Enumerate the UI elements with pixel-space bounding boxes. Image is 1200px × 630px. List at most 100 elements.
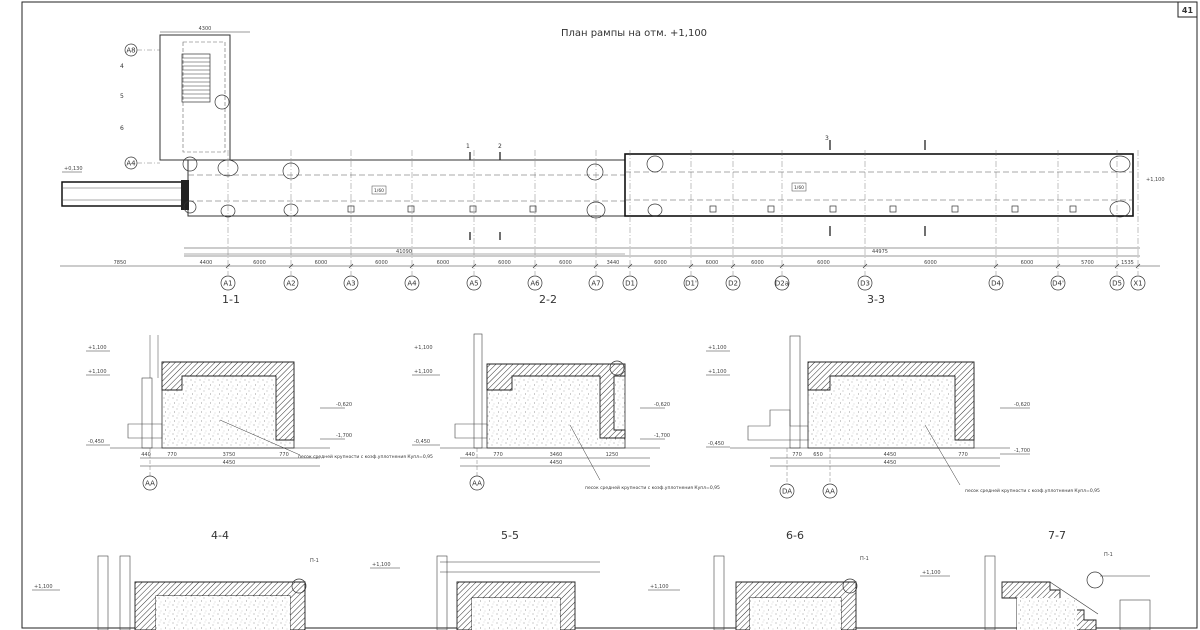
section-2-2-elev-r2: -1,700 bbox=[654, 433, 670, 439]
section-1-1-elev-low: -0,450 bbox=[88, 439, 104, 445]
dim-tick bbox=[993, 263, 999, 269]
section-4-4-marker: П-1 bbox=[310, 558, 319, 564]
axis-label: D3 bbox=[860, 280, 870, 288]
dim-bottom-label: 1535 bbox=[1121, 260, 1134, 266]
plan-title: План рампы на отм. +1,100 bbox=[561, 28, 707, 39]
section-5-5-elev: +1,100 bbox=[372, 562, 391, 568]
section-2-2-elev-r1: -0,620 bbox=[654, 402, 670, 408]
axis-label: D4' bbox=[1052, 280, 1064, 288]
section-2-2-elev-top: +1,100 bbox=[414, 345, 433, 351]
dim-top: 4300 bbox=[199, 26, 212, 32]
dim-tick bbox=[532, 263, 538, 269]
axis-label: A7 bbox=[591, 280, 600, 288]
axis-label: D2a bbox=[775, 280, 789, 288]
section-1-1: AA +1,100 +1,100 -0,450 -0,620 -1,700 44… bbox=[86, 335, 433, 491]
axis-bubble bbox=[588, 275, 604, 291]
section-3-3-dim-2: 4450 bbox=[884, 452, 897, 458]
section-6-6: П-1 +1,100 bbox=[648, 555, 869, 630]
axis-bubble-left-1: A4 bbox=[126, 160, 136, 168]
dim-bottom-label: 6000 bbox=[817, 260, 830, 266]
section-3-3-elev-top: +1,100 bbox=[708, 345, 727, 351]
section-3-3-elev-r1: -0,620 bbox=[1014, 402, 1030, 408]
section-1-1-label: 1-1 bbox=[222, 293, 240, 306]
section-1-1-note: песок средней крупности с коэф.уплотнени… bbox=[298, 453, 433, 460]
axis-label: D1 bbox=[625, 280, 635, 288]
dim-total-left: 7850 bbox=[114, 260, 127, 266]
section-2-2-dim-1: 770 bbox=[493, 452, 503, 458]
section-4-4-elev: +1,100 bbox=[34, 584, 53, 590]
axis-bubble bbox=[1109, 275, 1125, 291]
section-3-3-dim-0: 770 bbox=[792, 452, 802, 458]
cut-mark-4: 4 bbox=[120, 63, 124, 70]
dim-bottom-label: 6000 bbox=[751, 260, 764, 266]
axis-label: A3 bbox=[346, 280, 355, 288]
section-7-7: П-1 +1,100 bbox=[920, 552, 1151, 630]
page-number-box bbox=[1177, 1, 1198, 18]
axis-label: A2 bbox=[286, 280, 295, 288]
section-3-3-axis-0: DA bbox=[782, 488, 792, 496]
axis-bubble bbox=[683, 275, 699, 291]
cut-mark-3: 3 bbox=[825, 135, 829, 142]
section-3-3-elev-r2: -1,700 bbox=[1014, 448, 1030, 454]
dim-bottom-label: 6000 bbox=[315, 260, 328, 266]
cut-mark-5: 5 bbox=[120, 93, 124, 100]
dim-tick bbox=[688, 263, 694, 269]
dim-tick bbox=[348, 263, 354, 269]
section-7-7-elev: +1,100 bbox=[922, 570, 941, 576]
axis-bubble bbox=[527, 275, 543, 291]
section-3-3-elev-low: -0,450 bbox=[708, 441, 724, 447]
section-2-2-dim-3: 1250 bbox=[606, 452, 619, 458]
dim-bottom-label: 6000 bbox=[654, 260, 667, 266]
section-1-1-dim-4: 4450 bbox=[223, 460, 236, 466]
axis-bubble bbox=[857, 275, 873, 291]
dim-tick bbox=[779, 263, 785, 269]
axis-label: A1 bbox=[223, 280, 232, 288]
dim-bottom-label: 6000 bbox=[498, 260, 511, 266]
section-2-2-note: песок средней крупности с коэф.уплотнени… bbox=[585, 484, 720, 491]
page-number: 41 bbox=[1182, 6, 1194, 15]
dim-bottom-label: 6000 bbox=[559, 260, 572, 266]
dim-tick bbox=[730, 263, 736, 269]
axis-bubble bbox=[988, 275, 1004, 291]
axis-label: D5 bbox=[1112, 280, 1122, 288]
section-7-7-label: 7-7 bbox=[1048, 529, 1066, 542]
plan-elev-ramp: +1,100 bbox=[1146, 177, 1165, 183]
axis-bubble bbox=[466, 275, 482, 291]
section-3-3-label: 3-3 bbox=[867, 293, 885, 306]
axis-label: A5 bbox=[469, 280, 478, 288]
section-4-4: П-1 +1,100 bbox=[32, 555, 319, 630]
dim-tick bbox=[1114, 263, 1120, 269]
section-2-2: AA +1,100 -0,450 -0,620 -1,700 +1,100 44… bbox=[412, 333, 720, 491]
cut-mark-2: 2 bbox=[498, 143, 502, 150]
dim-bottom-label: 6000 bbox=[1021, 260, 1034, 266]
section-6-6-elev: +1,100 bbox=[650, 584, 669, 590]
axis-bubble bbox=[622, 275, 638, 291]
dim-tick bbox=[862, 263, 868, 269]
section-6-6-label: 6-6 bbox=[786, 529, 804, 542]
section-1-1-elev-top: +1,100 bbox=[88, 345, 107, 351]
section-2-2-axis: AA bbox=[472, 480, 482, 488]
dim-bottom-label: 3440 bbox=[607, 260, 620, 266]
plan-elev-left: +0,130 bbox=[64, 166, 83, 172]
section-6-6-marker: П-1 bbox=[860, 556, 869, 562]
axis-label: X1 bbox=[1133, 280, 1142, 288]
section-1-1-elev-mid: +1,100 bbox=[88, 369, 107, 375]
room-label-a: 1/60 bbox=[374, 188, 384, 194]
section-1-1-dim-3: 770 bbox=[279, 452, 289, 458]
section-3-3-note: песок средней крупности с коэф.уплотнени… bbox=[965, 487, 1100, 494]
dim-total-d: 44975 bbox=[872, 249, 888, 255]
section-1-1-elev-r1: -0,620 bbox=[336, 402, 352, 408]
room-label-d: 1/60 bbox=[794, 185, 804, 191]
section-3-3-dim-4: 4450 bbox=[884, 460, 897, 466]
dim-bottom-label: 6000 bbox=[375, 260, 388, 266]
axis-label: D4 bbox=[991, 280, 1001, 288]
section-3-3-axis-1: AA bbox=[825, 488, 835, 496]
axis-label: D2 bbox=[728, 280, 738, 288]
dim-total-a: 41090 bbox=[396, 249, 412, 255]
axis-label: D1' bbox=[685, 280, 697, 288]
section-2-2-elev-mid: +1,100 bbox=[414, 369, 433, 375]
section-3-3-dim-1: 650 bbox=[813, 452, 823, 458]
dim-bottom-label: 5700 bbox=[1081, 260, 1094, 266]
